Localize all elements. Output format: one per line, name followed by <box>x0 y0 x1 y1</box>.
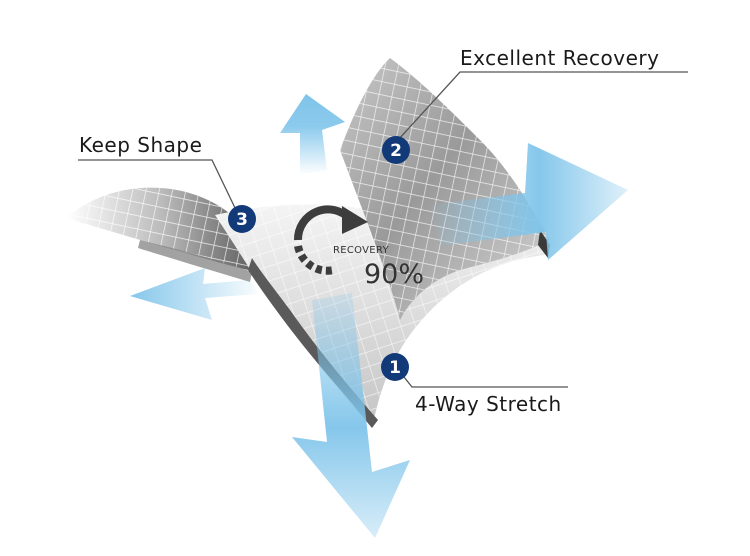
four-way-stretch-label: 4-Way Stretch <box>415 392 562 416</box>
recovery-caption: RECOVERY <box>333 245 390 256</box>
badge-1: 1 <box>381 353 409 381</box>
recovery-value: 90% <box>364 259 424 290</box>
badge-2: 2 <box>382 136 410 164</box>
badge-2-number: 2 <box>390 141 402 161</box>
badge-1-number: 1 <box>389 358 401 378</box>
leader-line-1 <box>400 372 568 387</box>
badge-3-number: 3 <box>236 210 248 230</box>
fabric-left-wave <box>66 188 255 282</box>
up-arrow-icon <box>280 94 345 175</box>
excellent-recovery-label: Excellent Recovery <box>460 46 659 70</box>
keep-shape-label: Keep Shape <box>79 133 202 157</box>
badge-3: 3 <box>228 205 256 233</box>
